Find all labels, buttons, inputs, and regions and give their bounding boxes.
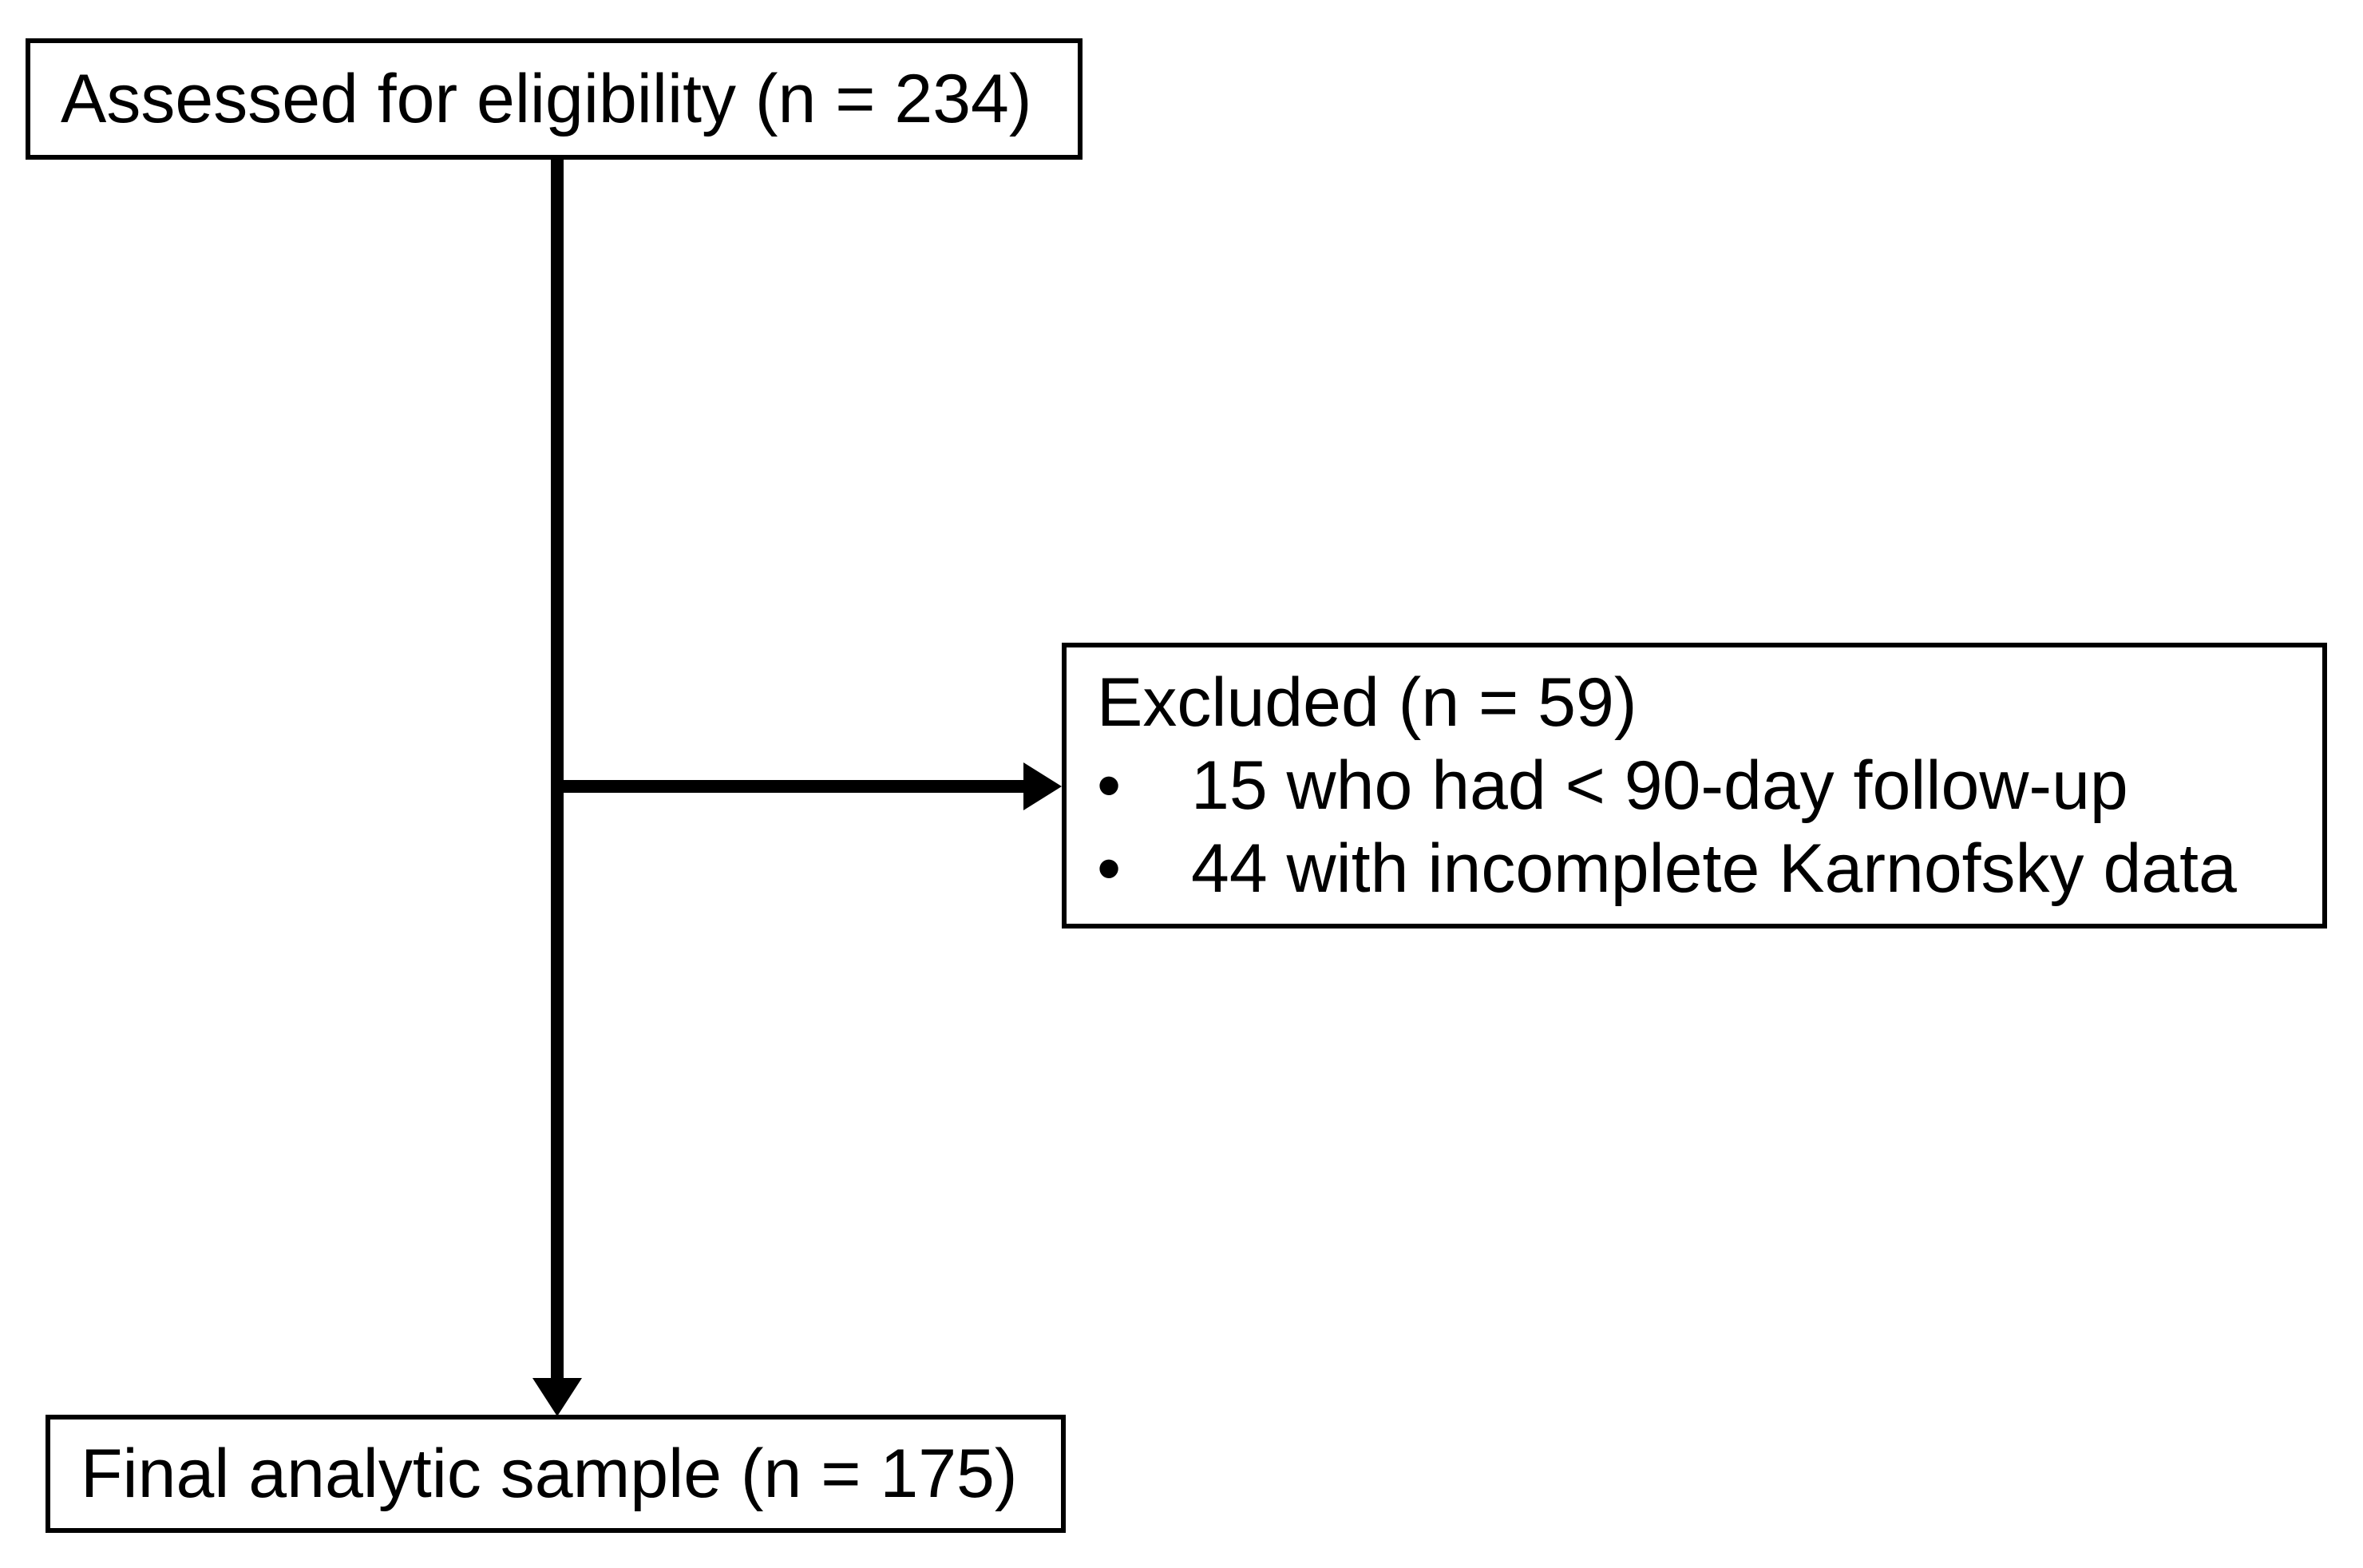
assessed-box: Assessed for eligibility (n = 234) [26, 38, 1083, 160]
vertical-connector-line [551, 160, 564, 1380]
excluded-bullet-item: • 15 who had < 90-day follow-up [1097, 744, 2322, 827]
excluded-box: Excluded (n = 59) • 15 who had < 90-day … [1062, 643, 2327, 929]
excluded-title: Excluded (n = 59) [1097, 664, 1637, 741]
final-label: Final analytic sample (n = 175) [81, 1435, 1018, 1512]
right-arrowhead-icon [1023, 762, 1062, 810]
excluded-bullet-text: 44 with incomplete Karnofsky data [1191, 830, 2237, 907]
assessed-label: Assessed for eligibility (n = 234) [61, 60, 1032, 137]
final-box: Final analytic sample (n = 175) [46, 1415, 1066, 1533]
bullet-icon: • [1097, 747, 1122, 824]
down-arrowhead-icon [532, 1378, 582, 1416]
horizontal-connector-line [557, 780, 1027, 793]
excluded-bullet-text: 15 who had < 90-day follow-up [1191, 747, 2128, 824]
bullet-icon: • [1097, 830, 1122, 907]
excluded-bullet-item: • 44 with incomplete Karnofsky data [1097, 827, 2322, 910]
